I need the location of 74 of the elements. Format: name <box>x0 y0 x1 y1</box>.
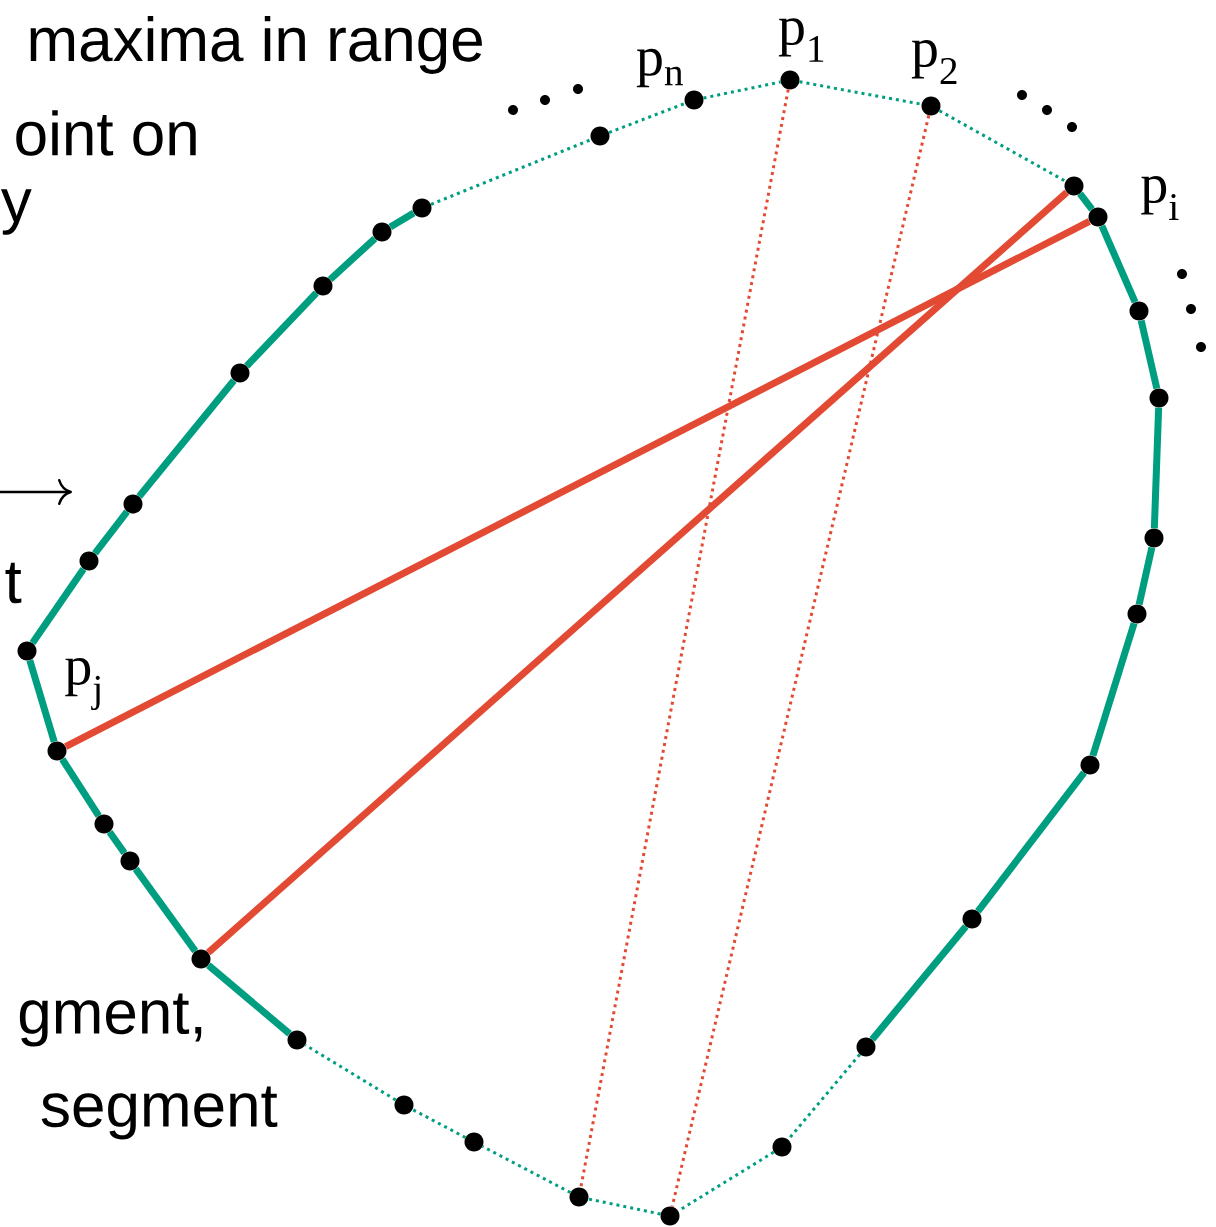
point-marker <box>372 222 392 242</box>
polygon-edge <box>869 924 969 1042</box>
polygon-edge <box>132 866 199 954</box>
polygon-edge <box>1135 546 1156 606</box>
polygon-edge <box>411 1108 467 1139</box>
text-fragment: y <box>0 189 32 235</box>
chord <box>670 115 931 1207</box>
polygon-edge <box>244 290 319 369</box>
polygon-edge <box>975 770 1087 914</box>
point-label: p$_{j}$ <box>65 657 100 711</box>
point-marker <box>1144 528 1164 548</box>
polygon-edge <box>703 80 781 100</box>
point-marker <box>962 909 982 929</box>
chord <box>205 189 1070 956</box>
point-marker <box>17 641 37 661</box>
point-marker <box>1088 207 1108 227</box>
point-marker <box>191 949 211 969</box>
point-marker <box>1064 176 1084 196</box>
polygon-edge <box>1150 407 1163 529</box>
point-marker <box>120 851 140 871</box>
point-marker <box>590 126 610 146</box>
point-marker <box>772 1137 792 1157</box>
point-marker <box>47 741 67 761</box>
point-marker <box>780 70 800 90</box>
polygon-edge <box>304 1043 397 1102</box>
polygon-edge <box>1137 319 1161 390</box>
chord <box>64 218 1091 750</box>
polygon-edge <box>26 659 58 743</box>
polygon-edge <box>29 567 87 645</box>
point-marker <box>230 363 250 383</box>
point-marker <box>79 551 99 571</box>
polygon-edge <box>430 138 592 206</box>
point-marker <box>856 1037 876 1057</box>
polygon-edge <box>106 829 128 856</box>
text-fragment: maxima in range <box>30 16 482 74</box>
polygon-edge <box>588 1197 661 1216</box>
polygon-edge <box>388 210 416 231</box>
text-fragment: oint on <box>16 110 196 156</box>
point-marker <box>394 1095 414 1115</box>
chord <box>579 89 790 1188</box>
point-marker <box>569 1187 589 1207</box>
point-label: p$_{n}$ <box>636 48 683 88</box>
point-marker <box>94 814 114 834</box>
point-marker <box>1149 388 1169 408</box>
text-fragment: t <box>5 562 22 604</box>
point-marker <box>684 90 704 110</box>
point-marker <box>464 1132 484 1152</box>
point-marker <box>1080 755 1100 775</box>
point-marker <box>1129 301 1149 321</box>
point-marker <box>412 198 432 218</box>
polygon-edge <box>59 757 102 818</box>
polygon-edge <box>1089 622 1138 757</box>
polygon-edge <box>787 1053 861 1141</box>
point-marker <box>123 494 143 514</box>
polygon-edge <box>799 80 922 106</box>
point-label: p$_{2}$ <box>911 40 957 84</box>
polygon-edge <box>481 1145 572 1194</box>
point-marker <box>660 1206 680 1226</box>
polygon-edge <box>327 236 378 283</box>
point-label: p$_{i}$ <box>1141 176 1179 220</box>
text-fragment: gment, <box>19 993 202 1047</box>
polygon-edge <box>1077 191 1095 212</box>
polygon-edge <box>1098 224 1139 304</box>
point-marker <box>287 1030 307 1050</box>
text-fragment: segment <box>41 1086 278 1140</box>
point-label: p$_{1}$ <box>778 18 824 62</box>
point-marker <box>921 96 941 116</box>
point-marker <box>1127 604 1147 624</box>
polygon-edge <box>938 109 1067 183</box>
polygon-edge <box>206 962 292 1037</box>
point-marker <box>313 276 333 296</box>
polygon-edge <box>608 102 686 134</box>
polygon-edge <box>92 509 130 556</box>
polygon-edge <box>136 378 237 499</box>
